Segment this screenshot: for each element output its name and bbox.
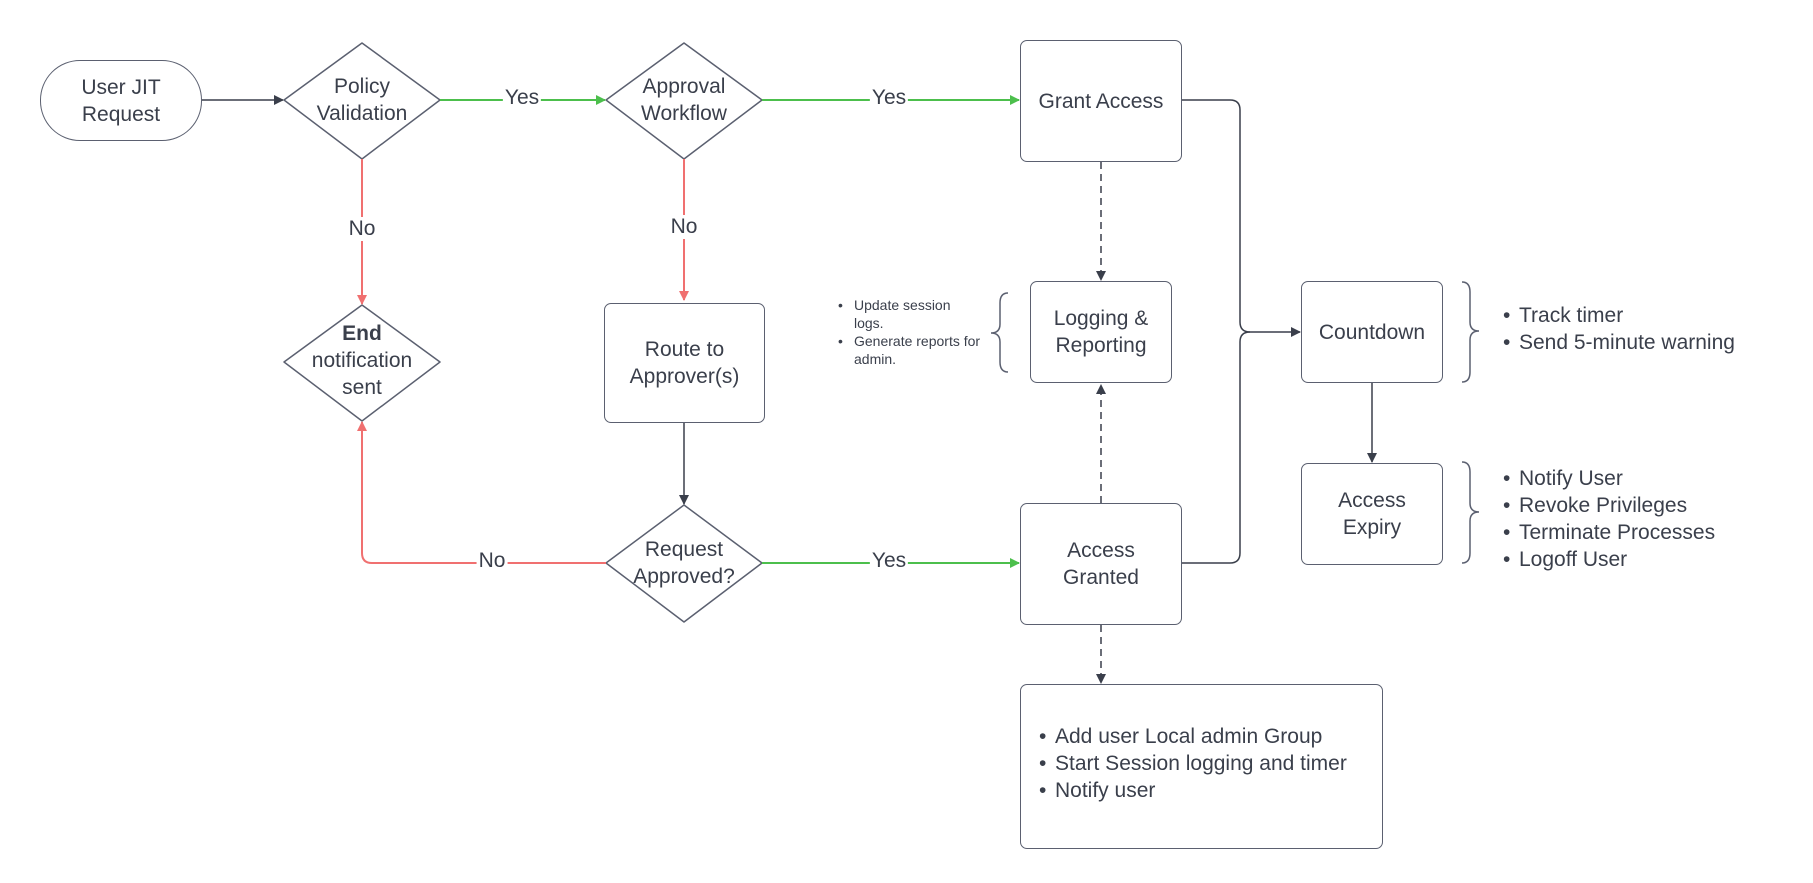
access-action-item: Add user Local admin Group: [1039, 723, 1347, 750]
policy-validation-label: Policy Validation: [316, 75, 408, 125]
edge-label-yes: Yes: [869, 549, 909, 573]
edge-grant-countdown: [1182, 99, 1301, 337]
expiry-notes-brace: [1461, 461, 1480, 564]
countdown-node: Countdown: [1301, 281, 1443, 383]
expiry-notes-list: Notify User Revoke Privileges Terminate …: [1503, 465, 1803, 573]
edge-label-no: No: [476, 549, 508, 573]
logging-notes: Update session logs. Generate reports fo…: [838, 296, 983, 368]
expiry-note-item: Revoke Privileges: [1503, 492, 1803, 519]
end-subtitle: notification sent: [311, 348, 413, 399]
request-approved-shape: [605, 504, 763, 623]
expiry-note-item: Notify User: [1503, 465, 1803, 492]
user-jit-request-node: User JIT Request: [40, 60, 202, 141]
request-approved-label: Request Approved?: [633, 538, 735, 588]
access-actions-list: Add user Local admin Group Start Session…: [1039, 723, 1347, 804]
countdown-notes-list: Track timer Send 5-minute warning: [1503, 302, 1803, 356]
logging-note-item: Generate reports for admin.: [838, 332, 983, 368]
access-action-item: Start Session logging and timer: [1039, 750, 1347, 777]
access-granted-node: Access Granted: [1020, 503, 1182, 625]
edge-label-yes: Yes: [869, 86, 909, 110]
logging-notes-list: Update session logs. Generate reports fo…: [838, 296, 983, 368]
countdown-note-item: Send 5-minute warning: [1503, 329, 1803, 356]
edge-label-no: No: [346, 217, 378, 241]
end-title: End: [342, 321, 382, 345]
logging-note-item: Update session logs.: [838, 296, 983, 332]
countdown-notes: Track timer Send 5-minute warning: [1503, 302, 1803, 356]
edge-label-no: No: [668, 215, 700, 239]
end-notification-label: End notification sent: [300, 318, 424, 402]
expiry-note-item: Terminate Processes: [1503, 519, 1803, 546]
access-action-item: Notify user: [1039, 777, 1347, 804]
countdown-notes-brace: [1461, 281, 1480, 383]
expiry-note-item: Logoff User: [1503, 546, 1803, 573]
route-to-approvers-node: Route to Approver(s): [604, 303, 765, 423]
access-expiry-node: Access Expiry: [1301, 463, 1443, 565]
edge-label-yes: Yes: [502, 86, 542, 110]
logging-reporting-node: Logging & Reporting: [1030, 281, 1172, 383]
grant-access-node: Grant Access: [1020, 40, 1182, 162]
countdown-note-item: Track timer: [1503, 302, 1803, 329]
expiry-notes: Notify User Revoke Privileges Terminate …: [1503, 465, 1803, 573]
edge-granted-countdown: [1182, 331, 1251, 564]
edge-request-end: [357, 421, 606, 564]
approval-workflow-label: Approval Workflow: [641, 75, 727, 125]
logging-notes-brace: [990, 292, 1009, 373]
access-actions-node: Add user Local admin Group Start Session…: [1020, 684, 1383, 849]
